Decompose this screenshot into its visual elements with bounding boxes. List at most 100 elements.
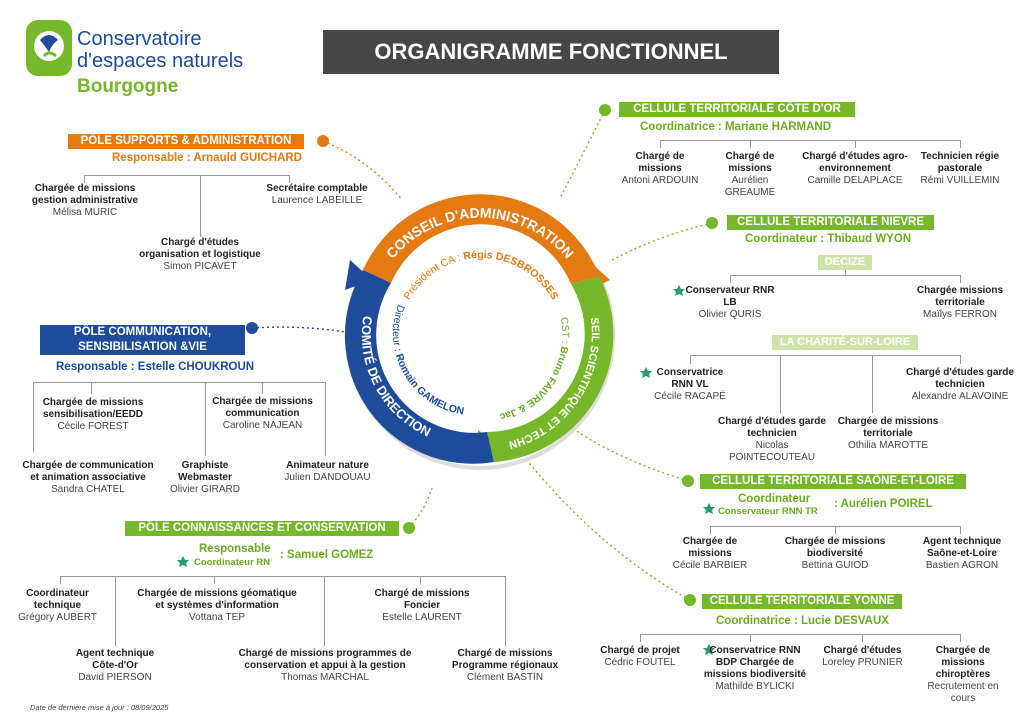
star-icons	[177, 285, 715, 655]
person-role: Chargé de projet	[600, 645, 680, 656]
person-role: Chargée de missions géomatique et systèm…	[137, 588, 297, 611]
person-card: Chargée de communication et animation as…	[18, 460, 158, 496]
person-card: Chargée de missions biodiversité Bettina…	[780, 536, 890, 572]
person-name: Rémi VUILLEMIN	[920, 175, 1000, 186]
nievre-coord: Coordinateur : Thibaud WYON	[745, 233, 912, 245]
person-name: Laurence LABEILLE	[271, 195, 363, 206]
person-role: Conservatrice RNN BDP Chargée de mission…	[703, 645, 807, 680]
support-resp: Responsable : Arnauld GUICHARD	[112, 152, 302, 164]
connector	[960, 275, 961, 283]
dotted-connectors	[251, 109, 713, 601]
conn-header: PÔLE CONNAISSANCES ET CONSERVATION	[125, 521, 399, 536]
person-role: Conservatrice RNN VL	[656, 367, 724, 390]
person-card: Secrétaire comptable Laurence LABEILLE	[262, 183, 372, 207]
person-card: Conservatrice RNN BDP Chargée de mission…	[700, 645, 810, 693]
person-card: Chargée de missions sensibilisation/EEDD…	[40, 397, 146, 433]
person-role: Chargée de missions biodiversité	[784, 536, 886, 559]
person-card: Coordinateur technique Grégory AUBERT	[10, 588, 105, 624]
person-role: Animateur nature	[286, 460, 369, 471]
person-name: Othilia MAROTTE	[847, 440, 928, 451]
person-role: Chargée missions territoriale	[916, 285, 1004, 308]
logo-text: Conservatoire d'espaces naturels	[77, 28, 243, 72]
connector	[780, 355, 781, 413]
connector	[690, 355, 691, 364]
person-role: Conservateur RNR LB	[685, 285, 775, 308]
cote-header: CELLULE TERRITORIALE CÔTE D'OR	[619, 102, 855, 117]
star-icon	[703, 503, 715, 514]
comm-resp: Responsable : Estelle CHOUKROUN	[56, 361, 255, 373]
person-role: Chargée de missions territoriale	[837, 416, 939, 439]
person-name: Estelle LAURENT	[382, 612, 462, 623]
ca-name: Régis DESBROSSES	[462, 249, 560, 302]
logo-region: Bourgogne	[77, 76, 179, 97]
person-name: Simon PICAVET	[163, 261, 237, 272]
connector	[710, 526, 711, 534]
connector	[33, 382, 34, 452]
person-role: Chargé de missions	[635, 151, 685, 174]
person-card: Chargé d'études garde technicien Alexand…	[905, 367, 1015, 403]
person-card: Chargée de missions territoriale Othilia…	[832, 416, 944, 452]
comm-header: PÔLE COMMUNICATION, SENSIBILISATION &VIE…	[40, 325, 245, 368]
star-icon	[177, 556, 189, 567]
connector	[200, 175, 201, 237]
page-title: ORGANIGRAMME FONCTIONNEL	[323, 30, 779, 74]
person-role: Coordinateur technique	[26, 588, 89, 611]
connector	[872, 355, 873, 413]
saone-coord-sub: Conservateur RNN TR	[718, 506, 818, 517]
person-name: Bastien AGRON	[925, 560, 999, 571]
person-name: Clément BASTIN	[466, 672, 544, 683]
person-name: Bettina GUIOD	[801, 560, 869, 571]
cote-coord: Coordinatrice : Mariane HARMAND	[640, 121, 832, 133]
person-card: Chargé d'études organisation et logistiq…	[130, 237, 270, 273]
person-name: Nicolas POINTECOUTEAU	[728, 440, 816, 463]
connector	[730, 275, 731, 283]
person-card: Chargée de missions Cécile BARBIER	[670, 536, 750, 572]
comm-header-line2: SENSIBILISATION &VIE ASSOCIATIVE	[78, 341, 207, 368]
person-role: Chargée de missions sensibilisation/EEDD	[42, 397, 144, 420]
connector	[750, 140, 751, 148]
site-decize: DECIZE	[818, 255, 872, 270]
connector	[289, 175, 290, 183]
connector	[324, 576, 325, 646]
person-role: Secrétaire comptable	[266, 183, 368, 194]
person-role: Chargée de missions	[682, 536, 738, 559]
person-role: Chargé d'études organisation et logistiq…	[139, 237, 261, 260]
person-name: Aurélien GREAUME	[724, 175, 776, 198]
person-name: Olivier QURIS	[698, 309, 762, 320]
person-card: Chargée de missions communication Caroli…	[205, 396, 320, 432]
connector	[845, 270, 846, 276]
saone-coord-label: Coordinateur	[738, 493, 811, 505]
connector	[640, 634, 960, 635]
person-role: Chargé de missions	[725, 151, 775, 174]
ca-prefix: Président CA :	[401, 251, 464, 302]
yonne-header: CELLULE TERRITORIALE YONNE	[702, 594, 902, 609]
star-icon	[703, 644, 715, 655]
person-name: Recrutement en cours	[927, 681, 999, 704]
person-name: Loreley PRUNIER	[822, 657, 903, 668]
person-name: Cédric FOUTEL	[604, 657, 676, 668]
person-name: Grégory AUBERT	[18, 612, 97, 623]
site-charite: LA CHARITÉ-SUR-LOIRE	[772, 335, 918, 350]
logo-line1: Conservatoire	[77, 28, 202, 50]
person-role: Agent technique Côte-d'Or	[75, 648, 155, 671]
connector	[84, 175, 290, 176]
connector	[835, 526, 836, 534]
person-name: Maïlys FERRON	[923, 309, 997, 320]
person-name: Cécile BARBIER	[672, 560, 748, 571]
person-card: Agent technique Saône-et-Loire Bastien A…	[912, 536, 1012, 572]
connector	[660, 140, 960, 141]
person-card: Graphiste Webmaster Olivier GIRARD	[165, 460, 245, 496]
person-card: Conservateur RNR LB Olivier QURIS	[685, 285, 775, 321]
person-role: Chargé d'études garde technicien	[906, 367, 1014, 390]
person-name: Alexandre ALAVOINE	[911, 391, 1009, 402]
person-name: Vottana TEP	[189, 612, 245, 623]
connector	[214, 576, 215, 584]
conn-resp-name: : Samuel GOMEZ	[280, 549, 374, 561]
connector	[750, 634, 751, 642]
person-card: Chargé d'études agro-environnement Camil…	[800, 151, 910, 187]
connector	[33, 382, 325, 383]
person-card: Chargée de missions chiroptères Recrutem…	[918, 645, 1008, 705]
connector	[960, 355, 961, 364]
person-name: Sandra CHATEL	[51, 484, 125, 495]
